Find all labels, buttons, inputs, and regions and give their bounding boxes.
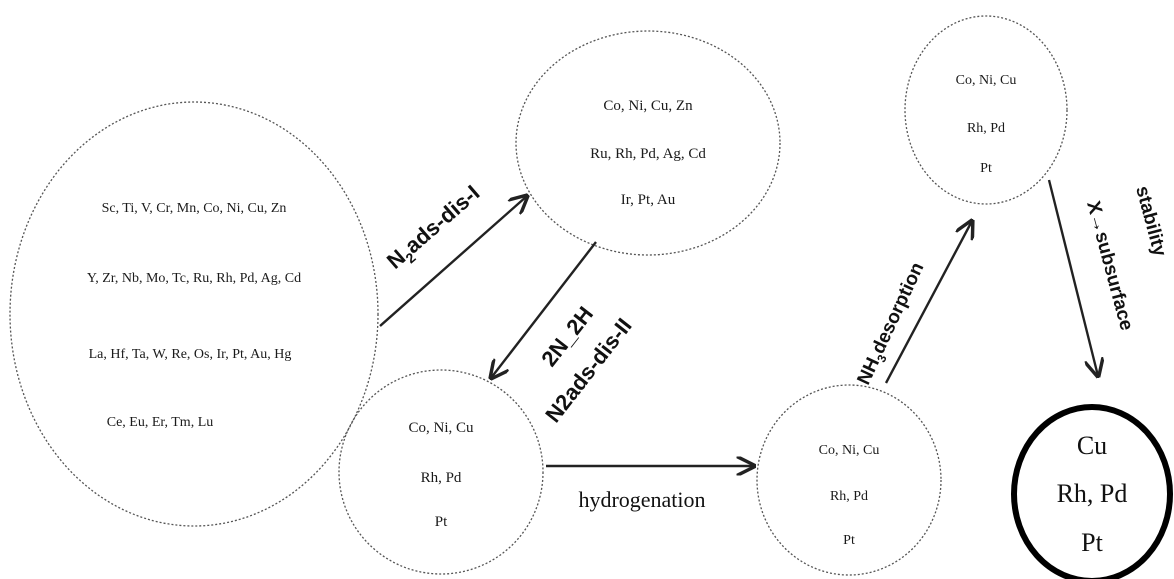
- node-all-metals-line-1: Sc, Ti, V, Cr, Mn, Co, Ni, Cu, Zn: [102, 201, 287, 216]
- edge-n2ads-dis-1-arrow: [379, 196, 527, 327]
- node-after-nh3-desorption-line-3: Pt: [980, 161, 992, 176]
- node-after-nh3-desorption-line-1: Co, Ni, Cu: [956, 73, 1017, 88]
- node-after-n2-ads-dis-1-line-1: Co, Ni, Cu, Zn: [603, 98, 693, 114]
- node-all-metals: Sc, Ti, V, Cr, Mn, Co, Ni, Cu, Zn Y, Zr,…: [9, 101, 379, 527]
- node-after-hydrogenation-line-1: Co, Ni, Cu: [819, 443, 880, 458]
- node-after-nh3-desorption: Co, Ni, Cu Rh, Pd Pt: [904, 15, 1068, 205]
- node-final: Cu Rh, Pd Pt: [1011, 404, 1173, 579]
- edge-nh3-desorption-arrow: [884, 221, 972, 384]
- edge-n2ads-dis-1: N2ads-dis-I: [379, 180, 527, 327]
- node-after-n2-ads-dis-2-circle: [338, 369, 544, 575]
- edge-hydrogenation: hydrogenation: [546, 466, 754, 512]
- node-final-line-3: Pt: [1081, 528, 1103, 557]
- edge-n2ads-dis-2-arrow: [491, 241, 597, 378]
- edge-n2ads-dis-2: 2N_2H N2ads-dis-II: [491, 241, 637, 427]
- node-after-n2-ads-dis-1: Co, Ni, Cu, Zn Ru, Rh, Pd, Ag, Cd Ir, Pt…: [515, 30, 781, 256]
- edge-n2ads-dis-1-label: N2ads-dis-I: [382, 180, 487, 277]
- node-all-metals-line-3: La, Hf, Ta, W, Re, Os, Ir, Pt, Au, Hg: [89, 347, 292, 362]
- node-after-n2-ads-dis-2-line-2: Rh, Pd: [421, 470, 462, 486]
- node-after-nh3-desorption-line-2: Rh, Pd: [967, 121, 1005, 136]
- node-final-line-1: Cu: [1077, 431, 1107, 460]
- node-all-metals-line-4: Ce, Eu, Er, Tm, Lu: [107, 415, 214, 430]
- node-all-metals-circle: [9, 101, 379, 527]
- node-after-n2-ads-dis-1-circle: [515, 30, 781, 256]
- node-after-hydrogenation: Co, Ni, Cu Rh, Pd Pt: [756, 384, 942, 576]
- edge-nh3-desorption: NH3desorption: [853, 221, 972, 388]
- node-after-n2-ads-dis-2: Co, Ni, Cu Rh, Pd Pt: [338, 369, 544, 575]
- node-all-metals-line-2: Y, Zr, Nb, Mo, Tc, Ru, Rh, Pd, Ag, Cd: [87, 271, 301, 286]
- node-after-hydrogenation-circle: [756, 384, 942, 576]
- node-after-n2-ads-dis-2-line-3: Pt: [435, 514, 448, 530]
- node-after-n2-ads-dis-1-line-3: Ir, Pt, Au: [621, 192, 676, 208]
- node-final-circle: [1011, 404, 1173, 579]
- node-after-n2-ads-dis-2-line-1: Co, Ni, Cu: [408, 420, 474, 436]
- edge-stability-label-top: stability: [1131, 184, 1170, 259]
- node-after-n2-ads-dis-1-line-2: Ru, Rh, Pd, Ag, Cd: [590, 146, 706, 162]
- node-after-nh3-desorption-circle: [904, 15, 1068, 205]
- edge-hydrogenation-label: hydrogenation: [578, 487, 705, 512]
- node-final-line-2: Rh, Pd: [1057, 479, 1128, 508]
- node-after-hydrogenation-line-3: Pt: [843, 533, 855, 548]
- edge-stability-arrow: [1047, 179, 1098, 376]
- edge-stability: stability X→subsurface: [1047, 179, 1170, 376]
- node-after-hydrogenation-line-2: Rh, Pd: [830, 489, 868, 504]
- edge-stability-label-bottom: X→subsurface: [1082, 199, 1137, 333]
